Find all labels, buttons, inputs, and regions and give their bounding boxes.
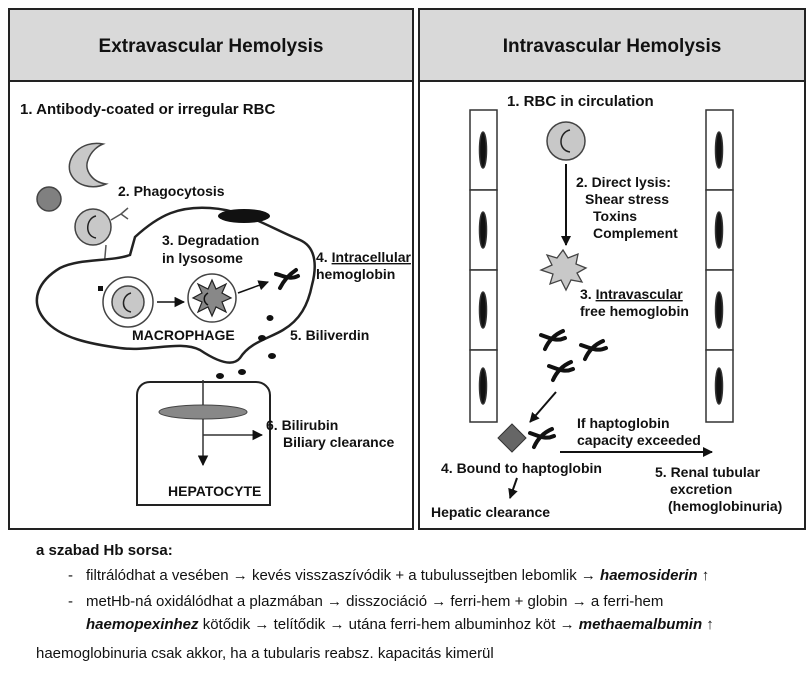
notes-title: a szabad Hb sorsa: — [36, 542, 173, 559]
intravascular-panel: Intravascular Hemolysis 1. RBC in circul… — [418, 8, 806, 530]
macrophage-cell-outline — [35, 206, 316, 364]
capacity-exceeded-label: capacity exceeded — [577, 432, 701, 448]
step3-lysosome-label: in lysosome — [162, 250, 243, 266]
notes-hemoglobinuria-line: haemoglobinuria csak akkor, ha a tubular… — [36, 645, 494, 662]
intravascular-header-box — [418, 8, 806, 82]
step2-complement-label: Complement — [593, 225, 678, 241]
macrophage-label: MACROPHAGE — [132, 327, 235, 343]
step2-direct-lysis-label: 2. Direct lysis: — [576, 174, 671, 190]
hepatic-clearance-label: Hepatic clearance — [431, 504, 550, 520]
irregular-rbc-icon — [68, 142, 109, 188]
step2-shear-stress-label: Shear stress — [585, 191, 669, 207]
step5-renal-tubular-label: 5. Renal tubular — [655, 464, 761, 480]
methaemalbumin-term: methaemalbumin — [578, 616, 703, 633]
phagosome-icon — [98, 276, 154, 328]
step3-intravascular-label: 3. Intravascular — [580, 286, 683, 302]
notes-bullet-2: -metHb-ná oxidálódhat a plazmában → diss… — [68, 591, 663, 613]
free-hemoglobin-icons — [539, 329, 608, 382]
vessel-wall-left — [469, 109, 498, 423]
step5-excretion-label: excretion — [670, 481, 732, 497]
step2-toxins-label: Toxins — [593, 208, 637, 224]
hepatocyte-cell — [136, 380, 271, 506]
extravascular-header-box — [8, 8, 414, 82]
lysed-rbc-starburst-icon — [539, 248, 588, 292]
haemopexin-term: haemopexinhez — [86, 616, 199, 633]
step4-hemoglobin-label: hemoglobin — [316, 266, 395, 282]
arrow-to-hemoglobin — [237, 280, 269, 294]
arrow-hepatic-clearance — [508, 477, 518, 499]
step5-biliverdin-label: 5. Biliverdin — [290, 327, 369, 343]
step4-intracellular-label: 4. Intracellular — [316, 249, 411, 265]
circulating-rbc-icon — [546, 121, 586, 161]
antibody-coated-rbc-icon — [74, 207, 129, 273]
step6-biliary-clearance-label: Biliary clearance — [283, 434, 395, 450]
step2-phagocytosis-label: 2. Phagocytosis — [118, 183, 225, 199]
step3-free-hemoglobin-label: free hemoglobin — [580, 303, 689, 319]
intracellular-hemoglobin-icon — [274, 268, 300, 290]
bullet-dash: - — [68, 593, 73, 610]
notes-section: a szabad Hb sorsa: -filtrálódhat a veséb… — [0, 532, 810, 678]
step4-bound-haptoglobin-label: 4. Bound to haptoglobin — [441, 460, 602, 476]
step1-antibody-rbc-label: 1. Antibody-coated or irregular RBC — [20, 101, 275, 118]
haptoglobin-complex-icon — [497, 423, 556, 453]
notes-bullet-1: -filtrálódhat a vesében → kevés visszasz… — [68, 565, 709, 587]
extravascular-title: Extravascular Hemolysis — [99, 36, 324, 57]
intravascular-title: Intravascular Hemolysis — [503, 36, 722, 57]
hepatocyte-label: HEPATOCYTE — [168, 483, 261, 499]
step1-rbc-circulation-label: 1. RBC in circulation — [507, 93, 654, 110]
lysosome-icon — [187, 273, 237, 323]
if-haptoglobin-label: If haptoglobin — [577, 415, 670, 431]
small-grey-cell-icon — [36, 186, 62, 212]
step3-degradation-label: 3. Degradation — [162, 232, 259, 248]
notes-bullet-2-continued: haemopexinhez kötődik → telítődik → után… — [86, 616, 714, 633]
vessel-wall-right — [705, 109, 734, 423]
nucleus-shape — [218, 209, 270, 223]
bullet-dash: - — [68, 567, 73, 584]
arrow-to-haptoglobin — [529, 391, 557, 423]
step6-bilirubin-label: 6. Bilirubin — [266, 417, 338, 433]
haemosiderin-term: haemosiderin — [600, 567, 698, 584]
hemolysis-diagram: Extravascular Hemolysis 1. Antibody-coat… — [8, 8, 806, 530]
biliverdin-dots — [216, 315, 276, 379]
step5-hemoglobinuria-label: (hemoglobinuria) — [668, 498, 782, 514]
extravascular-panel: Extravascular Hemolysis 1. Antibody-coat… — [8, 8, 414, 530]
